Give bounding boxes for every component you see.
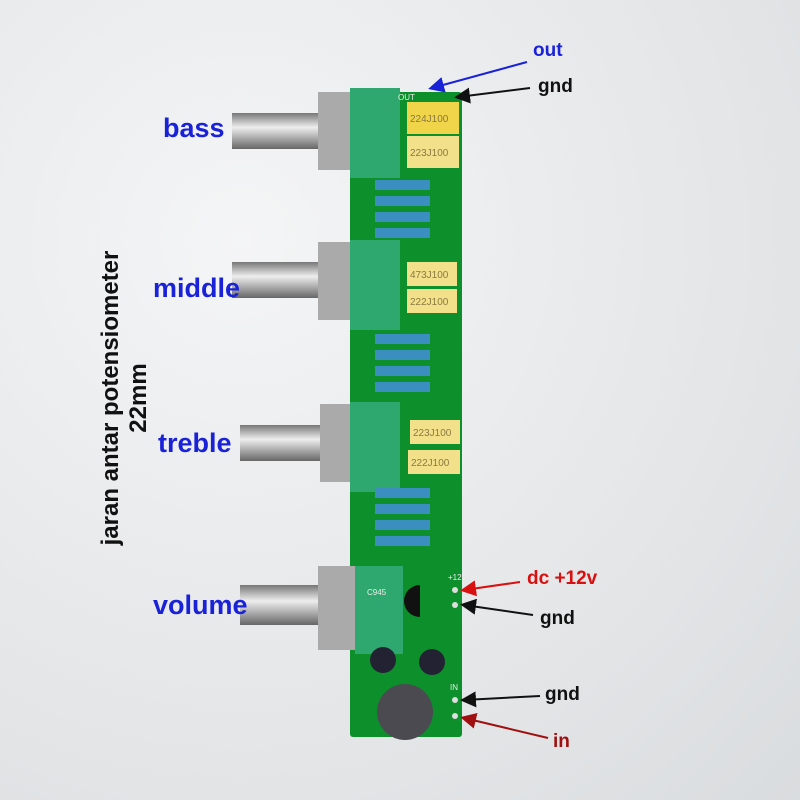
resistors (375, 180, 430, 546)
svg-text:222J100: 222J100 (410, 297, 449, 308)
capacitor-electrolytic-large (377, 684, 433, 740)
label-treble: treble (158, 428, 232, 458)
capacitor-electrolytic (370, 647, 396, 673)
label-dc-12v: dc +12v (527, 568, 598, 589)
arrow-gnd-in (460, 691, 541, 708)
svg-text:473J100: 473J100 (410, 270, 449, 281)
svg-text:222J100: 222J100 (411, 458, 450, 469)
capacitor-electrolytic (419, 649, 445, 675)
transistor (404, 585, 420, 617)
arrow-gnd-top (454, 87, 531, 104)
svg-text:C945: C945 (367, 588, 387, 597)
vertical-caption: jaran antar potensiometer 22mm (97, 250, 152, 546)
pot-treble (240, 402, 400, 492)
pot-bass (232, 88, 400, 178)
label-out: out (533, 40, 563, 61)
arrow-gnd-dc (460, 598, 534, 616)
svg-text:223J100: 223J100 (413, 428, 452, 439)
pot-middle (232, 240, 400, 330)
pot-volume (240, 566, 403, 654)
label-bass: bass (163, 113, 225, 143)
label-gnd-dc: gnd (540, 608, 575, 629)
svg-text:OUT: OUT (398, 93, 415, 102)
arrow-out (428, 61, 528, 93)
svg-text:+12v: +12v (448, 573, 466, 582)
svg-text:IN: IN (450, 683, 458, 692)
capacitors: 224J100 223J100 473J100 222J100 223J100 … (407, 102, 460, 474)
arrow-in (460, 712, 549, 739)
label-in: in (553, 731, 570, 752)
label-gnd-in: gnd (545, 684, 580, 705)
svg-text:224J100: 224J100 (410, 114, 449, 125)
label-gnd-top: gnd (538, 76, 573, 97)
label-volume: volume (153, 590, 248, 620)
label-middle: middle (153, 273, 241, 303)
arrow-dc (460, 580, 521, 597)
svg-text:223J100: 223J100 (410, 148, 449, 159)
